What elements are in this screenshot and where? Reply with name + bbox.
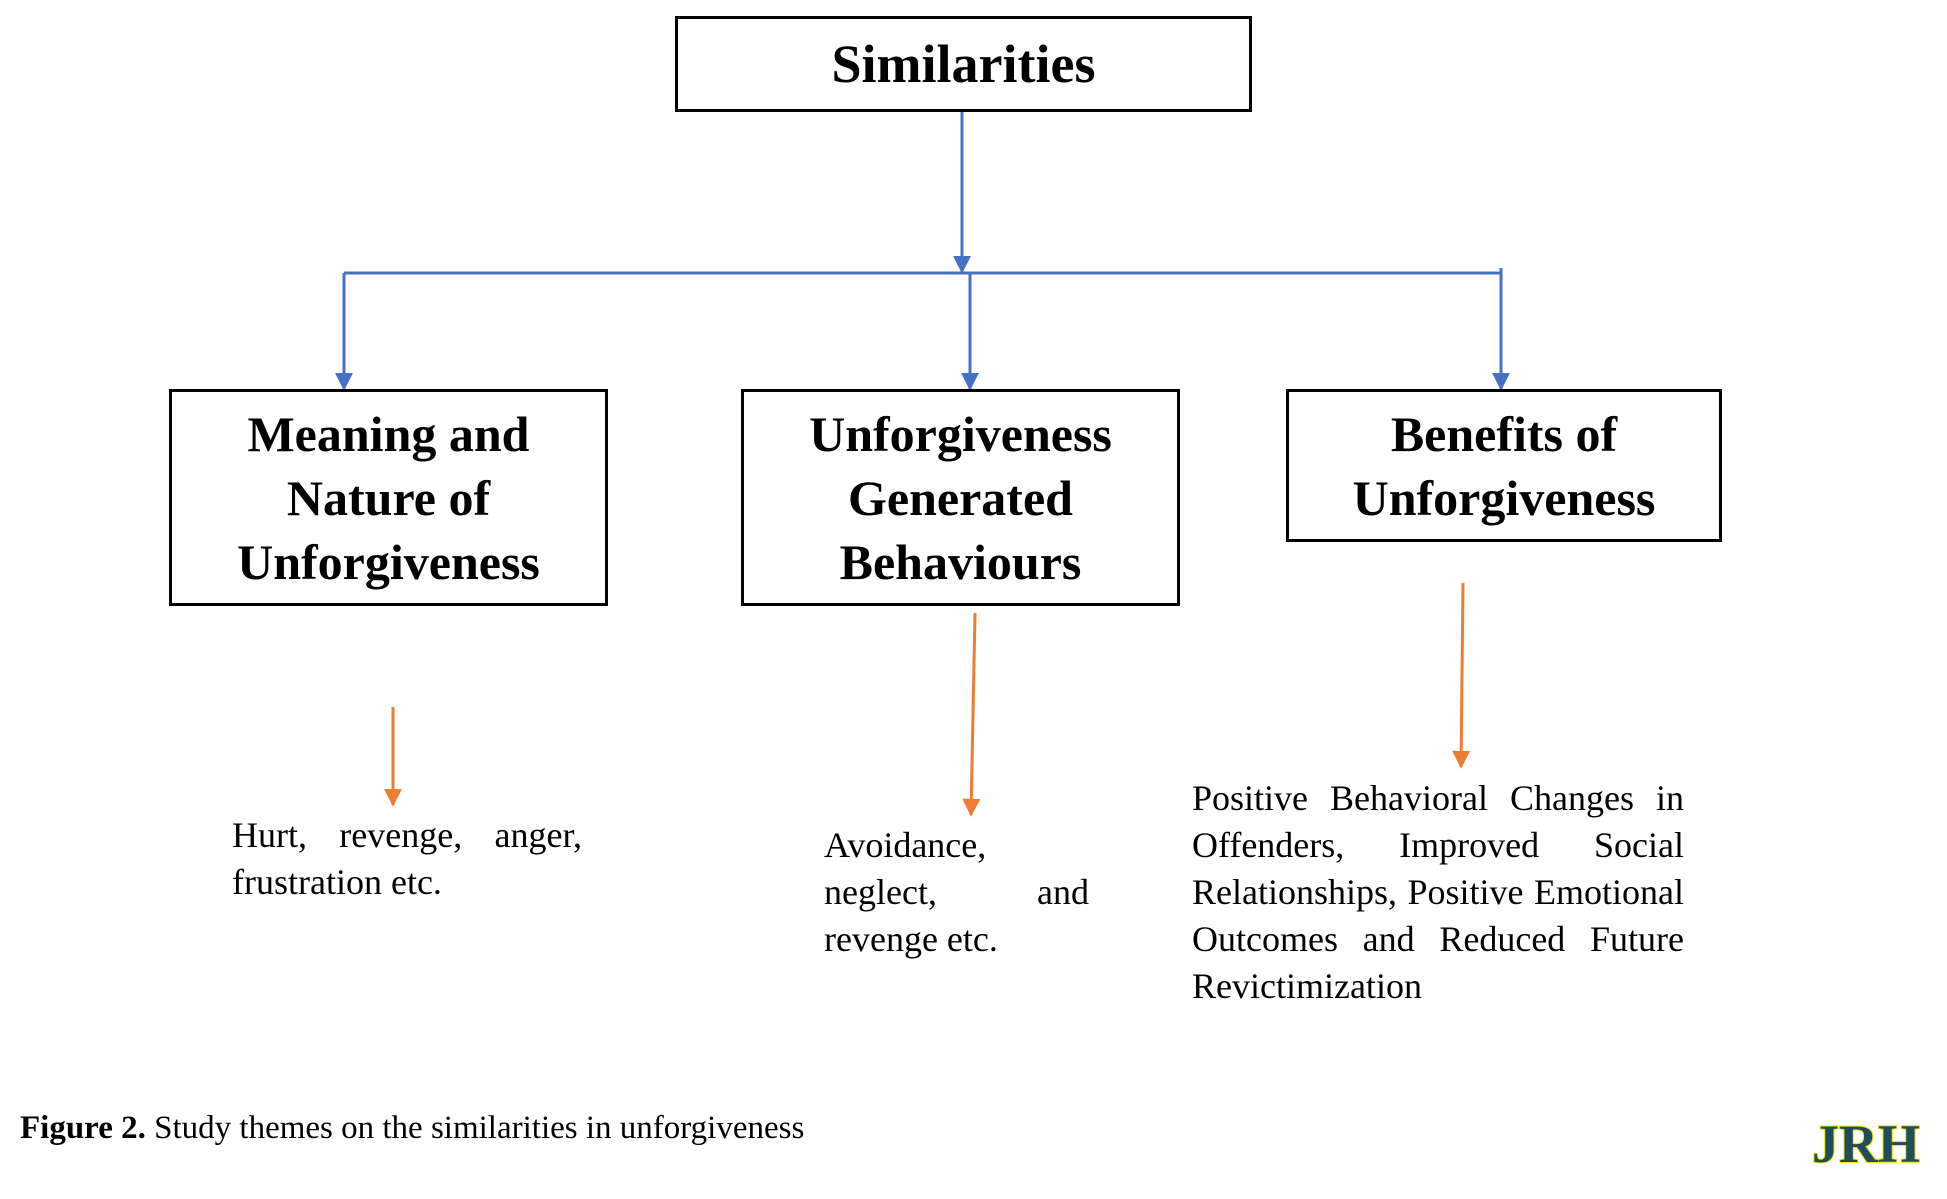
theme-3-detail-arrow (1452, 582, 1471, 769)
figure-caption: Figure 2. Study themes on the similariti… (20, 1110, 804, 1147)
theme-2-title-line-1: Unforgiveness (809, 405, 1112, 462)
jrh-logo: JRH (1810, 1114, 1922, 1172)
theme-box-generated-behaviours: Unforgiveness Generated Behaviours (741, 389, 1180, 606)
theme-box-benefits: Benefits of Unforgiveness (1286, 389, 1722, 542)
theme-1-title-line-1: Meaning and (247, 405, 530, 462)
figure-caption-text: Study themes on the similarities in unfo… (154, 1110, 805, 1146)
theme-2-title-line-3: Behaviours (839, 533, 1082, 590)
theme-2-detail-arrow (962, 612, 981, 817)
figure-caption-label: Figure 2. (20, 1110, 146, 1146)
theme-box-meaning-nature: Meaning and Nature of Unforgiveness (169, 389, 608, 606)
theme-3-detail-text: Positive Behavioral Changes in Offenders… (1192, 778, 1684, 1006)
similarities-box: Similarities (675, 16, 1252, 112)
theme-3-title-line-1: Benefits of (1390, 405, 1618, 462)
theme-2-detail-text: Avoidance, neglect, and revenge etc. (824, 825, 1089, 959)
svg-text:JRH: JRH (1812, 1114, 1920, 1172)
similarities-label: Similarities (831, 34, 1096, 94)
theme-3-title-line-2: Unforgiveness (1352, 469, 1656, 526)
theme-1-title-line-3: Unforgiveness (237, 533, 540, 590)
theme-2-title-line-2: Generated (848, 469, 1073, 526)
theme-1-detail-text: Hurt, revenge, anger, frustration etc. (232, 815, 582, 902)
theme-1-title-line-2: Nature of (286, 469, 491, 526)
